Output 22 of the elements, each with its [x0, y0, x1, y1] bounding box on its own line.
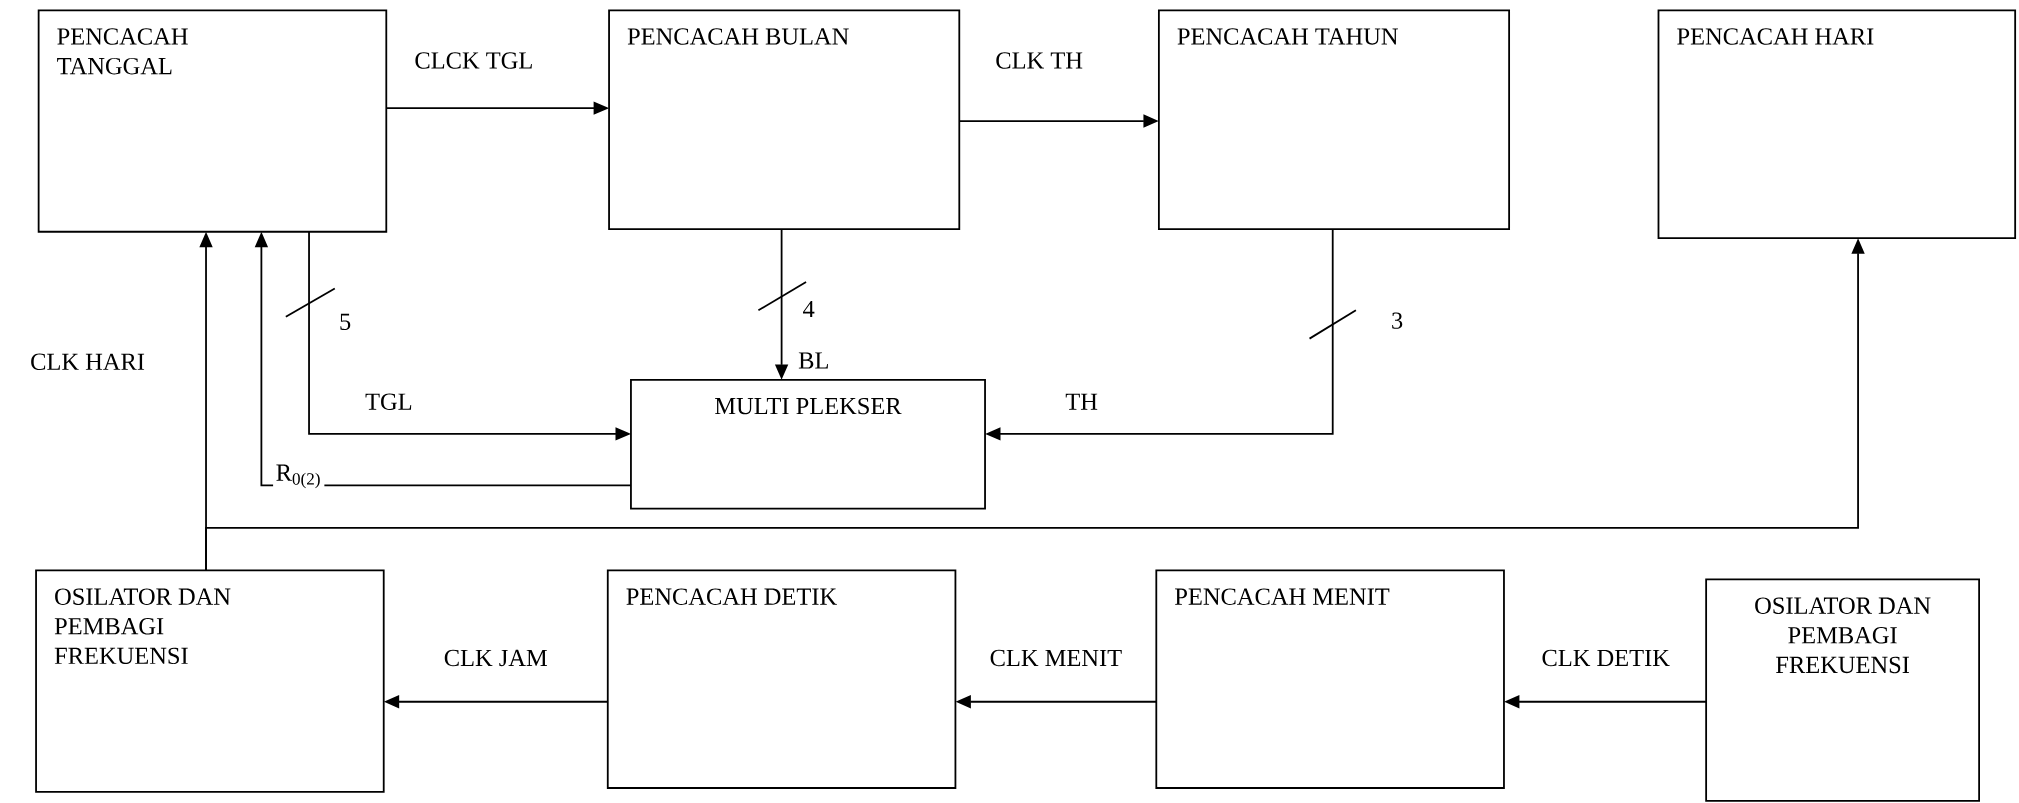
- block-box: OSILATOR DAN PEMBAGI FREKUENSI: [35, 569, 385, 793]
- block-box: PENCACAH DETIK: [606, 569, 957, 789]
- edge-label: CLK JAM: [441, 646, 551, 669]
- edge-label: CLCK TGL: [411, 49, 536, 72]
- block-box: PENCACAH TANGGAL: [37, 9, 388, 233]
- edge-label: CLK HARI: [27, 350, 148, 373]
- block-box: PENCACAH HARI: [1657, 9, 2017, 239]
- edge-label: TGL: [362, 390, 416, 413]
- bus-width-label: 5: [340, 313, 351, 330]
- edge-label: CLK MENIT: [987, 646, 1125, 669]
- bus-width-label: 3: [1392, 312, 1403, 329]
- block-box: PENCACAH BULAN: [608, 9, 961, 230]
- block-box: PENCACAH TAHUN: [1158, 9, 1510, 230]
- edge-label: TH: [1062, 390, 1101, 413]
- block-box: OSILATOR DAN PEMBAGI FREKUENSI: [1705, 578, 1980, 802]
- edge-label: R$_{0(2)}$: [273, 461, 325, 491]
- block-box: MULTI PLEKSER: [630, 378, 986, 510]
- bus-width-label: 4: [803, 300, 815, 317]
- edge-label: BL: [795, 349, 832, 371]
- edge-label: CLK DETIK: [1538, 646, 1673, 669]
- block-box: PENCACAH MENIT: [1155, 569, 1505, 789]
- edge-label: CLK TH: [992, 49, 1086, 72]
